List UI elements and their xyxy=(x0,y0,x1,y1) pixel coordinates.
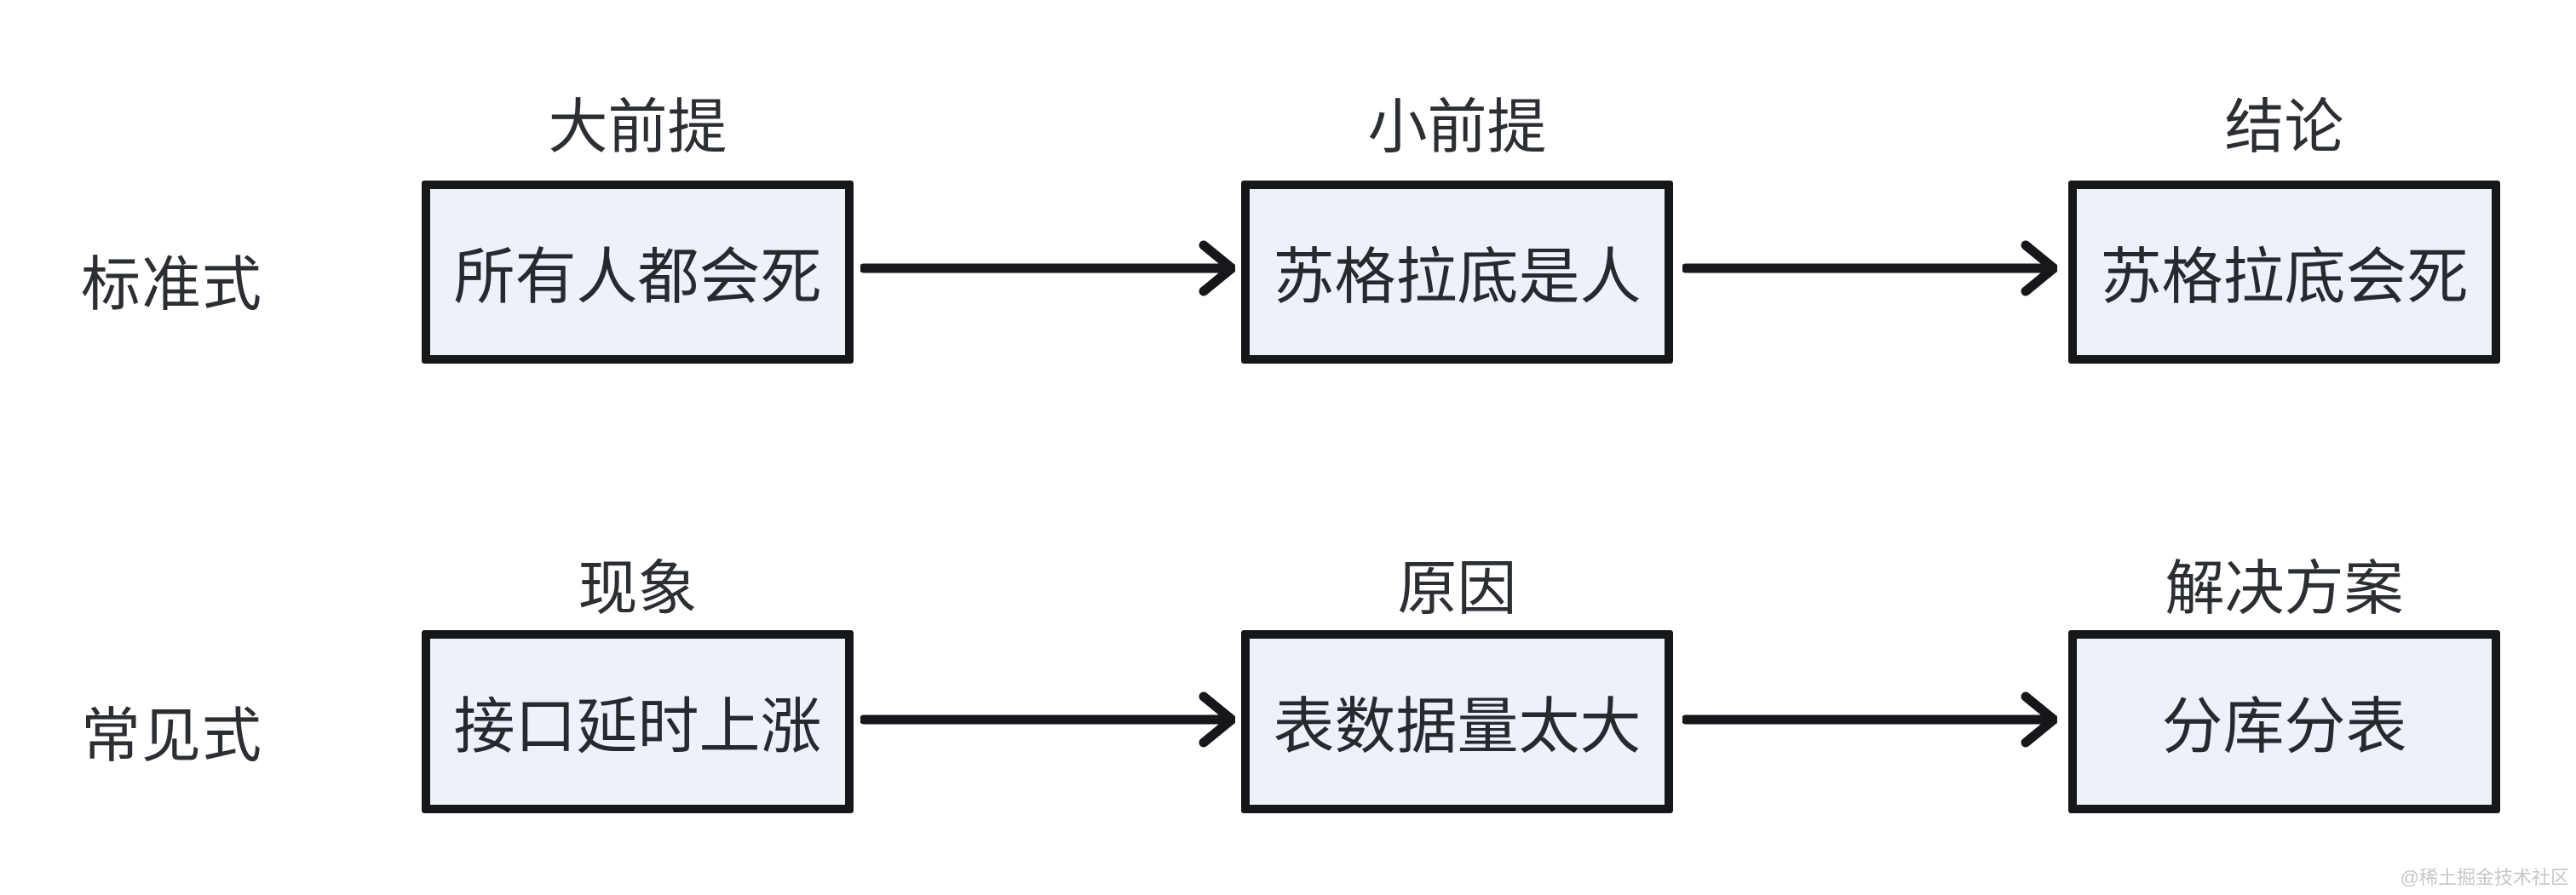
flow-box-text: 分库分表 xyxy=(2161,692,2407,761)
flow-box-text: 表数据量太大 xyxy=(1273,692,1642,761)
step-label-solution: 解决方案 xyxy=(2165,555,2404,622)
step-label-conclusion: 结论 xyxy=(2224,94,2344,160)
watermark: @稀土掘金技术社区 xyxy=(2400,867,2569,888)
flow-box-minor-premise: 苏格拉底是人 xyxy=(1241,181,1673,364)
flow-box-phenomenon: 接口延时上涨 xyxy=(422,630,854,813)
step-label-minor-premise: 小前提 xyxy=(1367,94,1547,160)
row-label-common: 常见式 xyxy=(81,703,262,769)
flow-box-text: 所有人都会死 xyxy=(453,243,822,312)
flow-box-solution: 分库分表 xyxy=(2068,630,2500,813)
flow-arrow-right-icon xyxy=(1682,690,2057,749)
step-label-cause: 原因 xyxy=(1397,555,1517,622)
step-label-major-premise: 大前提 xyxy=(548,94,727,160)
flow-box-text: 苏格拉底会死 xyxy=(2100,243,2469,312)
row-label-standard: 标准式 xyxy=(81,251,262,318)
flow-box-text: 苏格拉底是人 xyxy=(1273,243,1642,312)
flow-box-conclusion: 苏格拉底会死 xyxy=(2068,181,2500,364)
flow-box-text: 接口延时上涨 xyxy=(453,692,822,761)
flow-arrow-right-icon xyxy=(1682,238,2057,298)
flow-arrow-right-icon xyxy=(860,690,1235,749)
step-label-phenomenon: 现象 xyxy=(578,555,698,622)
flow-arrow-right-icon xyxy=(860,238,1235,298)
flow-box-major-premise: 所有人都会死 xyxy=(422,181,854,364)
flow-box-cause: 表数据量太大 xyxy=(1241,630,1673,813)
